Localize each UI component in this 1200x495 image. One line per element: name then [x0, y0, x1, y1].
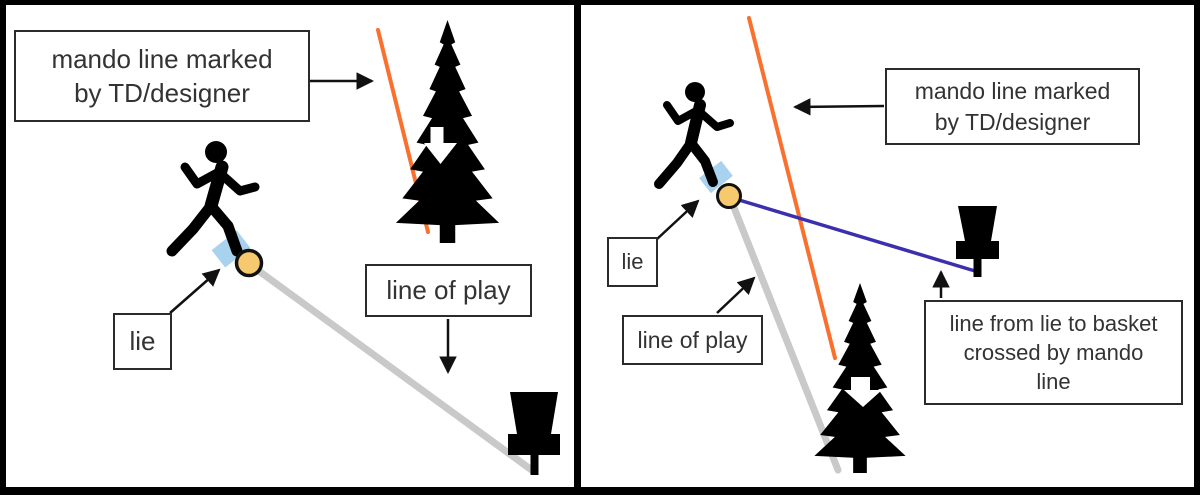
label-line: by TD/designer — [74, 78, 250, 108]
basket-icon — [508, 392, 560, 475]
label-line: line from lie to basket — [949, 310, 1158, 336]
label-line: line of play — [637, 326, 748, 353]
tree-icon — [814, 283, 906, 473]
mando-line-label: mando line marked by TD/designer — [885, 68, 1140, 145]
mando-line — [747, 16, 837, 360]
label-line: mando line marked — [914, 78, 1111, 105]
label-line: lie — [621, 249, 644, 275]
basket-icon — [956, 206, 999, 277]
down-arrow-icon — [424, 127, 457, 164]
down-arrow-icon — [844, 377, 882, 407]
label-line: line — [1036, 369, 1071, 395]
line-of-play-label: line of play — [622, 315, 763, 365]
left-panel-scene — [166, 20, 560, 475]
mando-line-label: mando line marked by TD/designer — [14, 30, 310, 122]
label-line: line of play — [386, 275, 511, 306]
lie-to-basket-line — [727, 195, 977, 273]
tree-icon — [395, 20, 500, 243]
line-of-play — [727, 196, 842, 474]
crossed-line-label: line from lie to basket crossed by mando… — [924, 300, 1183, 405]
mando-label-arrow — [793, 98, 885, 116]
label-line: by TD/designer — [934, 108, 1091, 135]
lie-label: lie — [113, 313, 172, 370]
line-of-play-label: line of play — [365, 264, 532, 317]
label-line: lie — [129, 326, 156, 357]
player-icon — [166, 141, 260, 257]
disc-icon — [234, 248, 264, 278]
label-line: mando line marked — [51, 43, 273, 74]
lie-label-arrow — [655, 199, 700, 241]
lie-label-arrow — [169, 268, 221, 314]
right-panel-scene — [654, 16, 999, 474]
player-icon — [654, 82, 734, 189]
line-of-play-label-arrow — [716, 276, 756, 314]
line-of-play — [248, 262, 537, 475]
label-line: crossed by mando — [963, 339, 1144, 365]
disc-icon — [716, 183, 742, 209]
lie-label: lie — [607, 237, 658, 287]
